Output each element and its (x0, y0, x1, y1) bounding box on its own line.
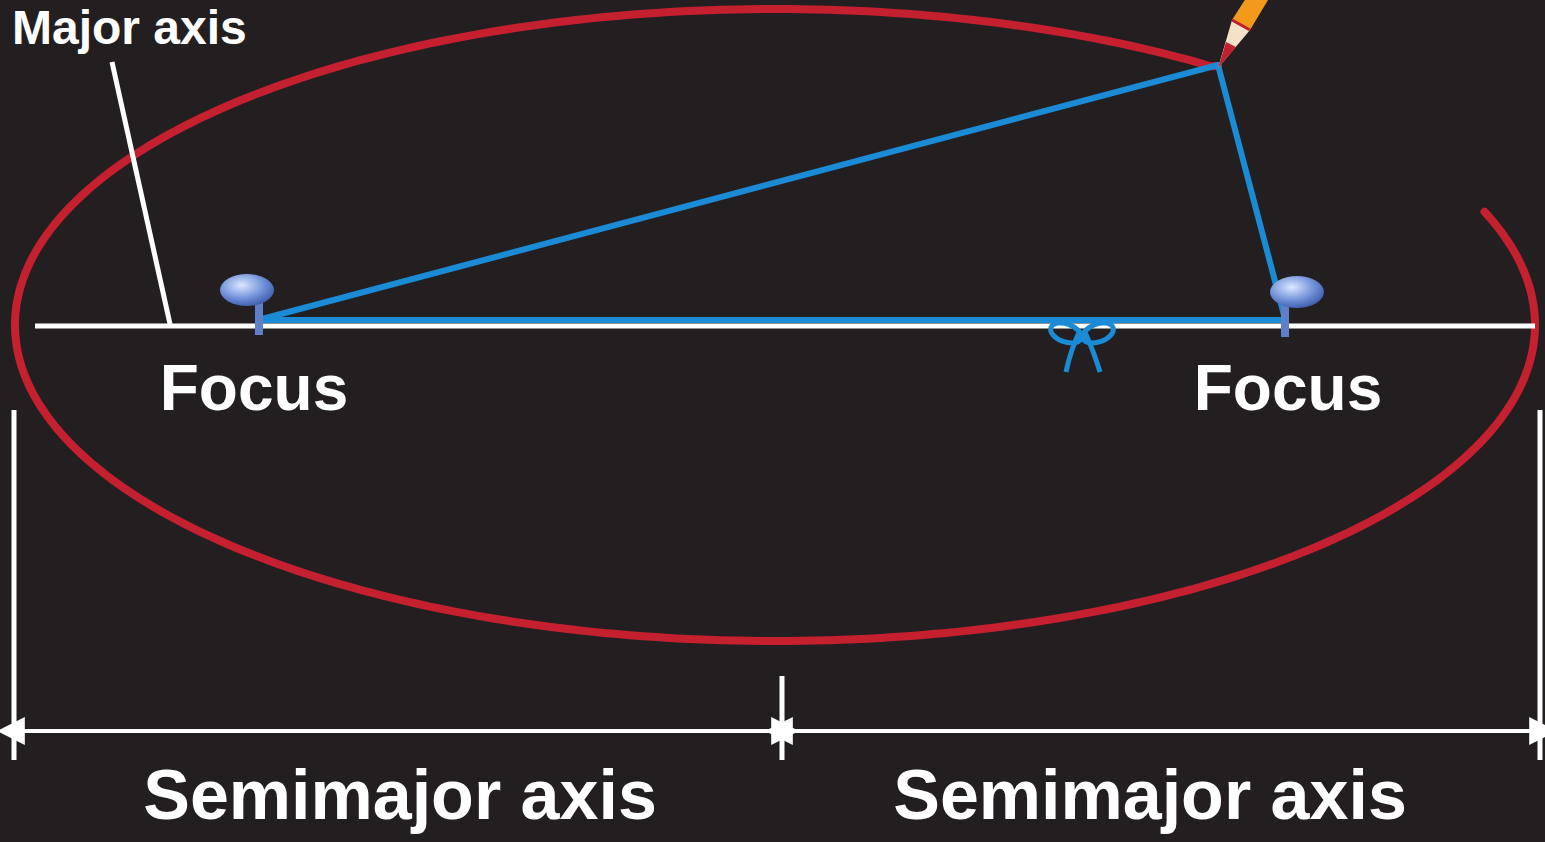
dimension-lines (14, 410, 1540, 760)
dimension-label: Semimajor axis (143, 760, 657, 830)
focus-label: Focus (1194, 356, 1382, 420)
pencil (1218, 0, 1268, 68)
leader-line (112, 62, 170, 324)
ellipse-curve (15, 9, 1535, 641)
ellipse-curve (15, 9, 1535, 641)
axis-label: Major axis (12, 4, 247, 52)
focus-label: Focus (160, 356, 348, 420)
string (262, 317, 1285, 323)
string (262, 65, 1285, 319)
dimension-label: Semimajor axis (893, 760, 1407, 830)
string-knot (1048, 319, 1116, 372)
focus-pin (220, 274, 274, 335)
focus-pin (1270, 276, 1324, 337)
